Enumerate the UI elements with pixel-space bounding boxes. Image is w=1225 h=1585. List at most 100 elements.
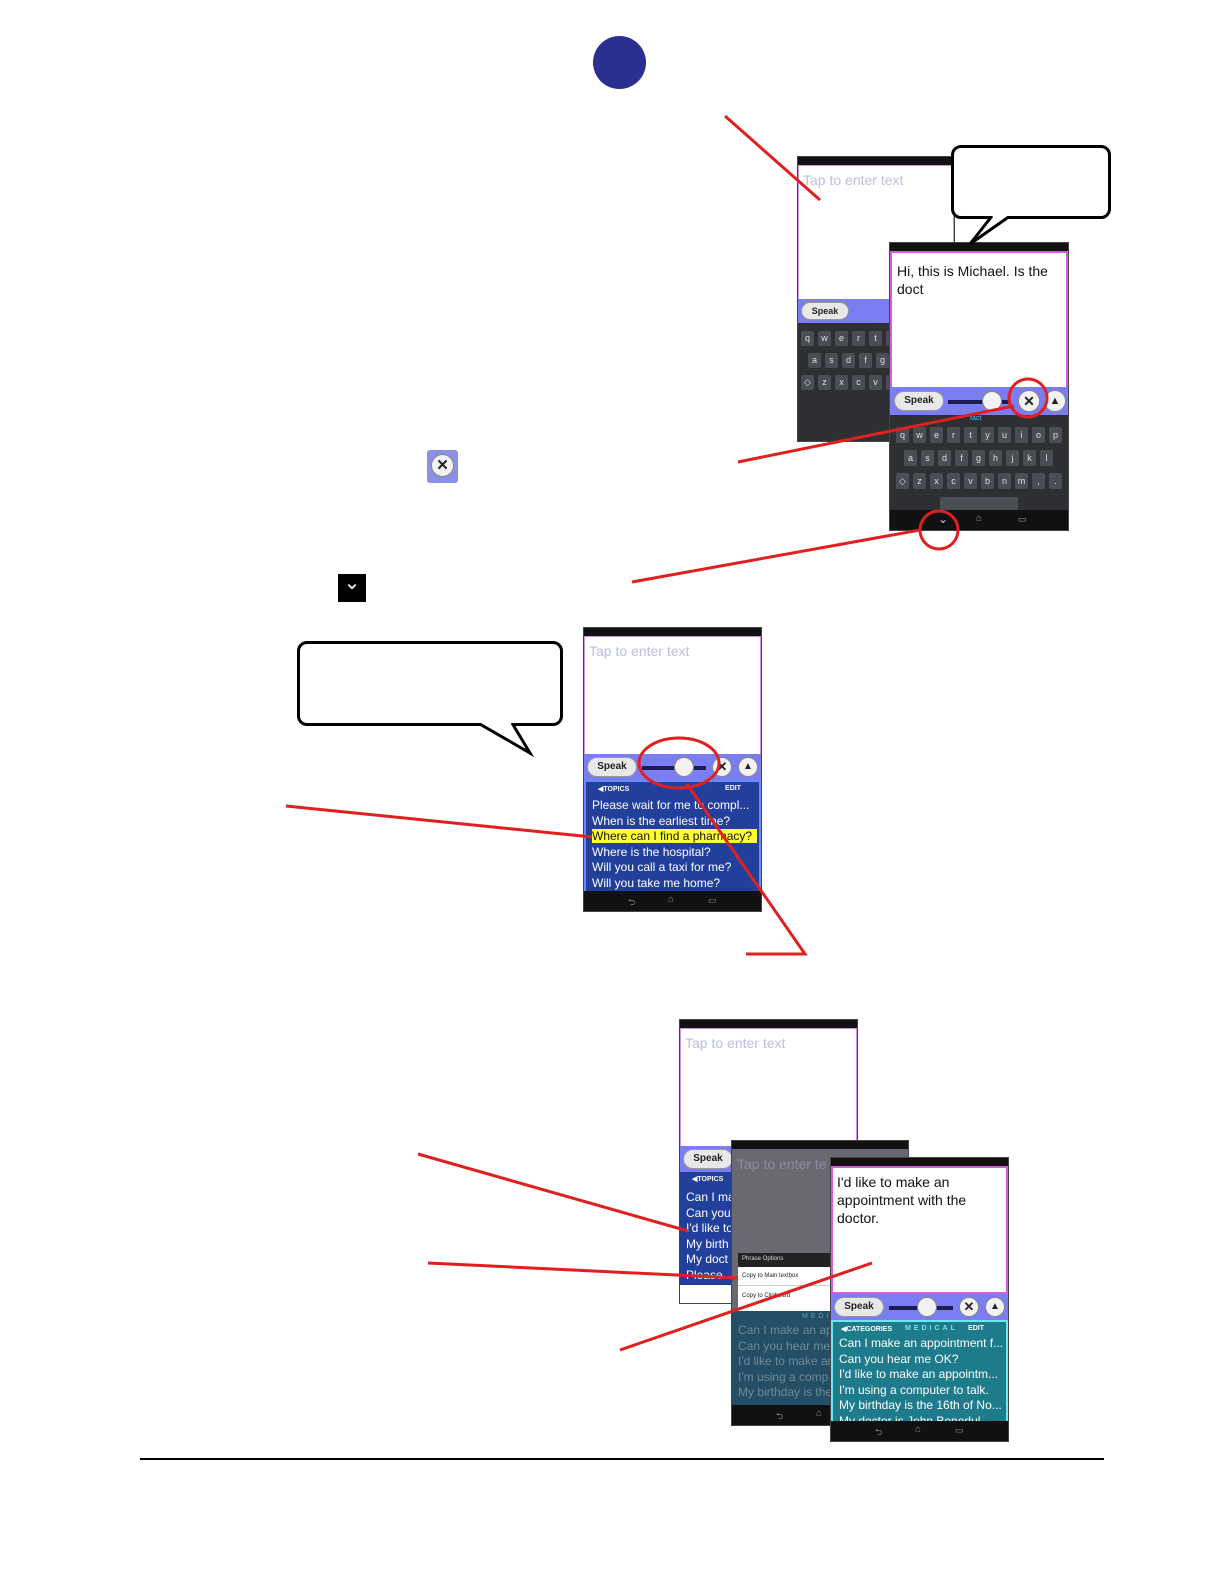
key[interactable]: z [913, 473, 926, 489]
phrase-item[interactable]: I'd like to [686, 1221, 733, 1236]
volume-slider-knob[interactable] [917, 1297, 937, 1317]
key[interactable]: f [955, 450, 968, 466]
menu-item-copy-clipboard[interactable]: Copy to Clipboard [742, 1293, 791, 1299]
menu-item-copy-main[interactable]: Copy to Main textbox [742, 1273, 799, 1279]
phrase-item[interactable]: Where can I find a pharmacy? [592, 829, 757, 844]
space-key[interactable] [940, 497, 1018, 511]
key[interactable]: l [1040, 450, 1053, 466]
phrase-item[interactable]: Will you take me home? [592, 876, 721, 890]
key[interactable]: f [859, 353, 872, 368]
key[interactable]: r [947, 427, 960, 443]
key[interactable]: e [835, 331, 848, 346]
speak-button[interactable]: Speak [894, 391, 944, 411]
key[interactable]: c [947, 473, 960, 489]
expand-button[interactable]: ▲ [1044, 390, 1066, 412]
key[interactable]: w [913, 427, 926, 443]
speak-button[interactable]: Speak [834, 1297, 884, 1317]
phrase-item[interactable]: I'm using a computer to talk. [839, 1382, 989, 1397]
key[interactable]: q [801, 331, 814, 346]
phrase-item[interactable]: Please wait for me to compl... [592, 798, 750, 812]
phrase-item[interactable]: I'd like to make an appointm... [839, 1367, 999, 1382]
phrase-item[interactable]: Where is the hospital? [592, 844, 711, 859]
key[interactable]: . [1049, 473, 1062, 489]
recent-apps-icon[interactable]: ▭ [1018, 514, 1027, 524]
recent-apps-icon[interactable]: ▭ [955, 1425, 964, 1435]
edit-button[interactable]: EDIT [725, 785, 741, 792]
back-icon[interactable]: ⮌ [875, 1427, 883, 1437]
phrase-item[interactable]: Can I make an appointment f... [839, 1336, 1004, 1350]
key[interactable]: k [1023, 450, 1036, 466]
key[interactable]: a [808, 353, 821, 368]
key[interactable]: t [869, 331, 882, 346]
back-icon[interactable]: ⮌ [776, 1411, 784, 1421]
expand-button[interactable]: ▲ [738, 757, 758, 777]
speak-button[interactable]: Speak [801, 302, 849, 320]
key[interactable]: e [930, 427, 943, 443]
key[interactable]: d [842, 353, 855, 368]
key[interactable]: t [964, 427, 977, 443]
home-icon[interactable]: ⌂ [915, 1424, 922, 1435]
key[interactable]: ◇ [896, 473, 909, 489]
keyboard-suggestion[interactable]: fact [970, 415, 982, 422]
main-textbox[interactable]: Tap to enter text [680, 1028, 857, 1152]
key[interactable]: g [972, 450, 985, 466]
key[interactable]: n [998, 473, 1011, 489]
speak-button[interactable]: Speak [683, 1149, 733, 1169]
home-icon[interactable]: ⌂ [816, 1408, 823, 1419]
key[interactable]: v [869, 375, 882, 390]
topics-button[interactable]: ◀TOPICS [598, 786, 630, 793]
phrase-item[interactable]: My birthday is the [738, 1385, 833, 1400]
key[interactable]: z [818, 375, 831, 390]
hide-keyboard-icon[interactable]: ⌄ [938, 512, 949, 526]
key[interactable]: q [896, 427, 909, 443]
key[interactable]: u [998, 427, 1011, 443]
key[interactable]: , [1032, 473, 1045, 489]
recent-apps-icon[interactable]: ▭ [708, 895, 717, 905]
phrase-item[interactable]: Can I ma [686, 1190, 735, 1204]
key[interactable]: j [1006, 450, 1019, 466]
key[interactable]: i [1015, 427, 1028, 443]
key[interactable]: b [981, 473, 994, 489]
key[interactable]: d [938, 450, 951, 466]
key[interactable]: p [1049, 427, 1062, 443]
clear-button[interactable]: ✕ [712, 757, 732, 777]
key[interactable]: y [981, 427, 994, 443]
categories-button[interactable]: ◀CATEGORIES [841, 1326, 893, 1333]
phrase-item[interactable]: Can you hear me OK? [839, 1351, 959, 1366]
expand-button[interactable]: ▲ [985, 1297, 1005, 1317]
volume-slider-track[interactable] [948, 400, 1010, 404]
phrase-item[interactable]: I'd like to make an [738, 1354, 835, 1369]
key[interactable]: h [989, 450, 1002, 466]
key[interactable]: a [904, 450, 917, 466]
phrase-item[interactable]: Can you [686, 1205, 731, 1220]
topics-button[interactable]: ◀TOPICS [692, 1176, 724, 1183]
speak-button[interactable]: Speak [587, 757, 637, 777]
phrase-item[interactable]: My birthday is the 16th of No... [839, 1398, 1002, 1413]
volume-slider-knob[interactable] [674, 757, 694, 777]
phrase-item[interactable]: My birth [686, 1236, 729, 1251]
key[interactable]: m [1015, 473, 1028, 489]
volume-slider-knob[interactable] [982, 391, 1002, 411]
home-icon[interactable]: ⌂ [976, 513, 983, 524]
key[interactable]: g [876, 353, 889, 368]
phrase-item[interactable]: Will you call a taxi for me? [592, 860, 732, 875]
key[interactable]: x [930, 473, 943, 489]
key[interactable]: ◇ [801, 375, 814, 390]
key[interactable]: w [818, 331, 831, 346]
main-textbox[interactable]: Tap to enter text [798, 165, 954, 305]
key[interactable]: c [852, 375, 865, 390]
main-textbox[interactable]: I'd like to make an appointment with the… [831, 1166, 1008, 1294]
main-textbox[interactable]: Hi, this is Michael. Is the doct [890, 251, 1068, 389]
key[interactable]: r [852, 331, 865, 346]
clear-button[interactable]: ✕ [1018, 390, 1040, 412]
home-icon[interactable]: ⌂ [668, 894, 675, 905]
main-textbox[interactable]: Tap to enter text [584, 636, 761, 760]
key[interactable]: s [825, 353, 838, 368]
key[interactable]: x [835, 375, 848, 390]
key[interactable]: s [921, 450, 934, 466]
edit-button[interactable]: EDIT [968, 1325, 984, 1332]
clear-button[interactable]: ✕ [959, 1297, 979, 1317]
phrase-item[interactable]: When is the earliest time? [592, 813, 731, 828]
key[interactable]: o [1032, 427, 1045, 443]
